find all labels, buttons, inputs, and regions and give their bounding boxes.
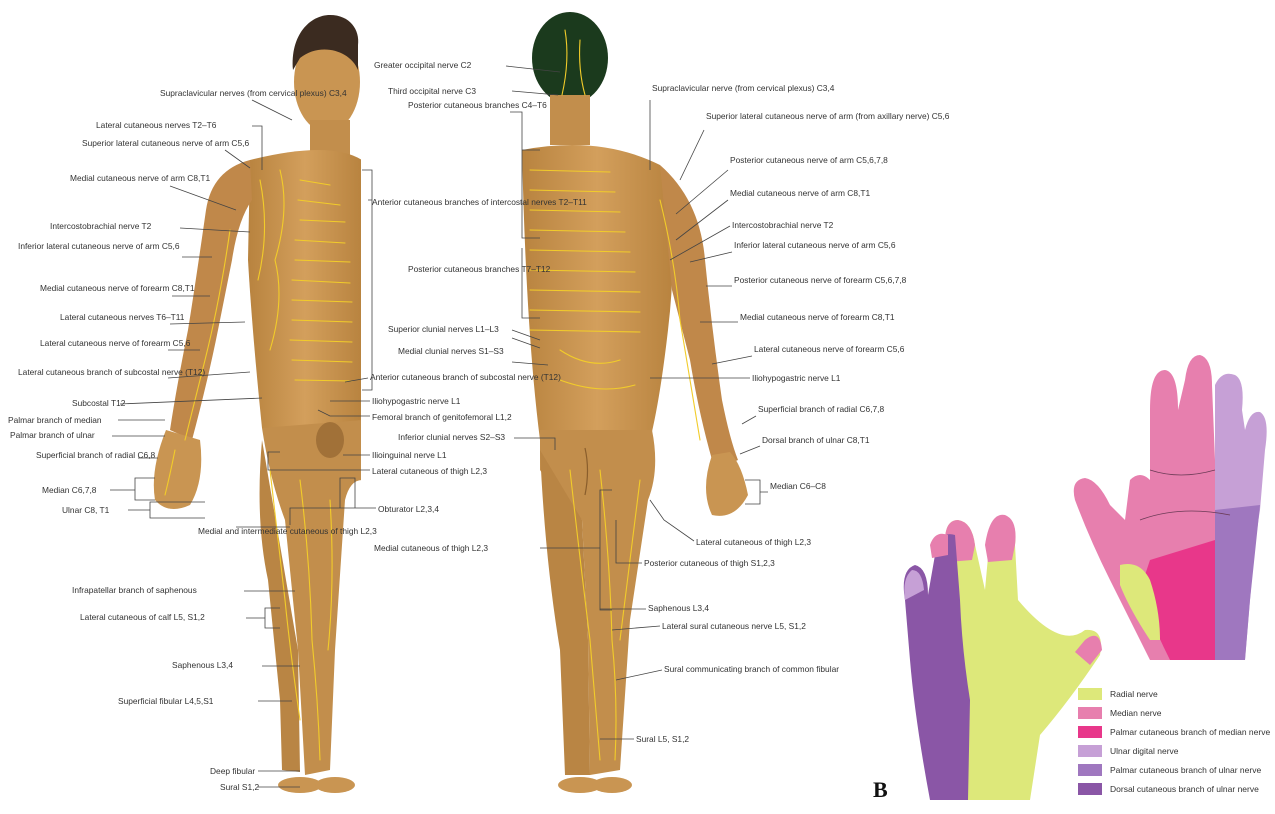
label-sural-front: Sural S1,2 <box>220 782 259 792</box>
label-dorsal-ulnar: Dorsal branch of ulnar C8,T1 <box>762 435 870 445</box>
label-medial-cutaneous-arm-back: Medial cutaneous nerve of arm C8,T1 <box>730 188 870 198</box>
label-superficial-branch-radial: Superficial branch of radial C6,8 <box>36 450 156 460</box>
label-saphenous-back: Saphenous L3,4 <box>648 603 709 613</box>
label-intercostobrachial-front: Intercostobrachial nerve T2 <box>50 221 152 231</box>
legend-swatch <box>1078 688 1102 700</box>
legend-swatch <box>1078 764 1102 776</box>
label-median-front: Median C6,7,8 <box>42 485 97 495</box>
label-lateral-cutaneous-thigh-back: Lateral cutaneous of thigh L2,3 <box>696 537 811 547</box>
legend-swatch <box>1078 783 1102 795</box>
label-supraclavicular-back: Supraclavicular nerve (from cervical ple… <box>652 83 835 93</box>
label-lateral-cutaneous-thigh-front: Lateral cutaneous of thigh L2,3 <box>372 466 487 476</box>
label-posterior-cutaneous-forearm: Posterior cutaneous nerve of forearm C5,… <box>734 275 907 285</box>
legend-label: Median nerve <box>1110 708 1162 718</box>
label-lateral-cutaneous-subcostal: Lateral cutaneous branch of subcostal ne… <box>18 367 205 377</box>
label-inferior-clunial: Inferior clunial nerves S2–S3 <box>398 432 505 442</box>
label-superficial-fibular: Superficial fibular L4,5,S1 <box>118 696 214 706</box>
anterior-body-figure <box>154 15 362 800</box>
label-posterior-cutaneous-t7-t12: Posterior cutaneous branches T7–T12 <box>408 264 551 274</box>
label-deep-fibular: Deep fibular <box>210 766 255 776</box>
label-inferior-lateral-cutaneous-arm: Inferior lateral cutaneous nerve of arm … <box>18 241 180 251</box>
legend-label: Palmar cutaneous branch of median nerve <box>1110 727 1270 737</box>
label-third-occipital: Third occipital nerve C3 <box>388 86 476 96</box>
label-posterior-cutaneous-thigh: Posterior cutaneous of thigh S1,2,3 <box>644 558 775 568</box>
panel-letter: B <box>873 777 888 802</box>
label-ilioinguinal: Ilioinguinal nerve L1 <box>372 450 447 460</box>
label-lateral-cutaneous-forearm-back: Lateral cutaneous nerve of forearm C5,6 <box>754 344 905 354</box>
label-femoral-genitofemoral: Femoral branch of genitofemoral L1,2 <box>372 412 512 422</box>
legend-label: Palmar cutaneous branch of ulnar nerve <box>1110 765 1261 775</box>
label-posterior-cutaneous-arm: Posterior cutaneous nerve of arm C5,6,7,… <box>730 155 888 165</box>
label-superior-lateral-cutaneous-arm: Superior lateral cutaneous nerve of arm … <box>82 138 249 148</box>
legend-swatch <box>1078 726 1102 738</box>
label-inferior-lateral-cutaneous-arm-back: Inferior lateral cutaneous nerve of arm … <box>734 240 896 250</box>
label-lateral-cutaneous-t2-t6: Lateral cutaneous nerves T2–T6 <box>96 120 217 130</box>
legend-swatch <box>1078 707 1102 719</box>
label-superior-clunial: Superior clunial nerves L1–L3 <box>388 324 499 334</box>
label-saphenous-front: Saphenous L3,4 <box>172 660 233 670</box>
label-medial-cutaneous-forearm: Medial cutaneous nerve of forearm C8,T1 <box>40 283 195 293</box>
label-lateral-cutaneous-t6-t11: Lateral cutaneous nerves T6–T11 <box>60 312 185 322</box>
label-median-back: Median C6–C8 <box>770 481 826 491</box>
label-lateral-cutaneous-forearm: Lateral cutaneous nerve of forearm C5,6 <box>40 338 191 348</box>
legend-swatch <box>1078 745 1102 757</box>
label-medial-intermediate-thigh: Medial and intermediate cutaneous of thi… <box>198 526 377 536</box>
label-superior-lateral-cutaneous-axillary: Superior lateral cutaneous nerve of arm … <box>706 111 950 121</box>
legend-label: Radial nerve <box>1110 689 1158 699</box>
label-medial-cutaneous-thigh-back: Medial cutaneous of thigh L2,3 <box>374 543 488 553</box>
label-medial-cutaneous-forearm-back: Medial cutaneous nerve of forearm C8,T1 <box>740 312 895 322</box>
palmar-hand-diagram <box>1074 355 1267 660</box>
label-iliohypogastric-back: Iliohypogastric nerve L1 <box>752 373 841 383</box>
label-palmar-branch-median: Palmar branch of median <box>8 415 102 425</box>
label-intercostobrachial-back: Intercostobrachial nerve T2 <box>732 220 834 230</box>
label-posterior-cutaneous-c4-t6: Posterior cutaneous branches C4–T6 <box>408 100 547 110</box>
label-lateral-sural-cutaneous: Lateral sural cutaneous nerve L5, S1,2 <box>662 621 806 631</box>
label-superficial-radial-back: Superficial branch of radial C6,7,8 <box>758 404 885 414</box>
legend-label: Dorsal cutaneous branch of ulnar nerve <box>1110 784 1259 794</box>
legend-label: Ulnar digital nerve <box>1110 746 1179 756</box>
hair-back <box>532 12 608 104</box>
label-supraclavicular-front: Supraclavicular nerves (from cervical pl… <box>160 88 347 98</box>
dorsal-hand-diagram <box>904 515 1102 800</box>
label-ulnar-front: Ulnar C8, T1 <box>62 505 110 515</box>
label-medial-clunial: Medial clunial nerves S1–S3 <box>398 346 504 356</box>
label-iliohypogastric-front: Iliohypogastric nerve L1 <box>372 396 461 406</box>
label-medial-cutaneous-arm: Medial cutaneous nerve of arm C8,T1 <box>70 173 210 183</box>
label-subcostal: Subcostal T12 <box>72 398 126 408</box>
label-obturator: Obturator L2,3,4 <box>378 504 439 514</box>
label-greater-occipital: Greater occipital nerve C2 <box>374 60 472 70</box>
label-sural-communicating: Sural communicating branch of common fib… <box>664 664 839 674</box>
label-palmar-branch-ulnar: Palmar branch of ulnar <box>10 430 95 440</box>
label-infrapatellar: Infrapatellar branch of saphenous <box>72 585 197 595</box>
label-sural-back: Sural L5, S1,2 <box>636 734 689 744</box>
label-lateral-cutaneous-calf: Lateral cutaneous of calf L5, S1,2 <box>80 612 205 622</box>
label-anterior-cutaneous-intercostal: Anterior cutaneous branches of intercost… <box>372 197 587 207</box>
label-anterior-cutaneous-subcostal: Anterior cutaneous branch of subcostal n… <box>370 372 561 382</box>
